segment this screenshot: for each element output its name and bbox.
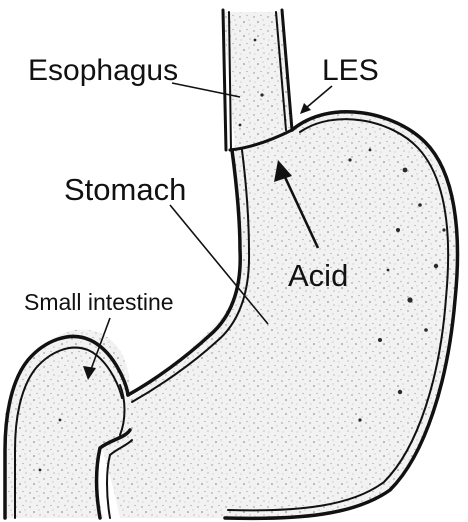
esophagus-label: Esophagus [28,54,178,87]
small-intestine-label: Small intestine [24,289,174,315]
les-leader-line [306,86,332,108]
les-label: LES [322,54,379,87]
stomach-label: Stomach [64,172,186,207]
acid-label: Acid [288,258,348,293]
